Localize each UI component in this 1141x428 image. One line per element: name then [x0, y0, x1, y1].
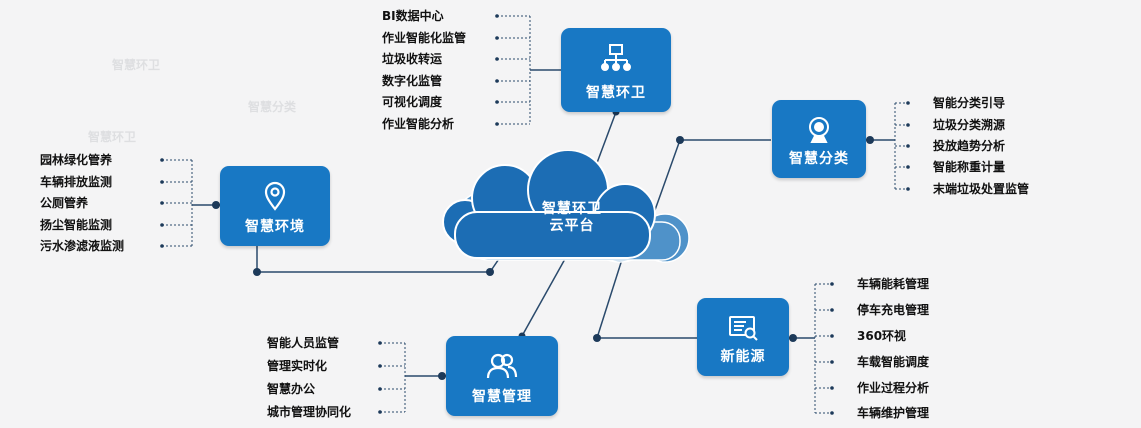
bracket-dot — [830, 282, 834, 286]
node-zhihui-huanwei[interactable]: 智慧环卫 — [561, 28, 671, 112]
bracket-dot — [160, 201, 164, 205]
connector-dot — [789, 334, 797, 342]
node-xin-nengyuan[interactable]: 新能源 — [697, 298, 789, 376]
list-item: 园林绿化管养 — [40, 153, 113, 167]
node-label: 智慧分类 — [789, 151, 849, 167]
list-item: 作业过程分析 — [857, 381, 930, 395]
bracket-dot — [906, 101, 910, 105]
bracket-dot — [495, 14, 499, 18]
bracket-dot — [906, 165, 910, 169]
bracket-dot — [378, 387, 382, 391]
cloud-title-line2: 云平台 — [549, 218, 595, 234]
connector-dot — [212, 201, 220, 209]
watermark-text: 智慧分类 — [248, 100, 297, 114]
bracket-dot — [160, 158, 164, 162]
webcam-icon — [809, 117, 829, 143]
node-label: 新能源 — [720, 349, 766, 365]
connector-dot — [866, 136, 874, 144]
users-icon — [486, 353, 518, 379]
list-item: 扬尘智能监测 — [40, 218, 113, 232]
bracket-dot — [830, 308, 834, 312]
node-label: 智慧管理 — [472, 389, 532, 405]
list-item: 管理实时化 — [267, 359, 328, 373]
connector-dot — [676, 136, 684, 144]
connector-dot — [253, 268, 261, 276]
bracket-dot — [495, 36, 499, 40]
list-item: 车辆能耗管理 — [857, 277, 930, 291]
watermark-text: 智慧环卫 — [112, 58, 161, 72]
list-item: 车辆排放监测 — [40, 175, 113, 189]
node-zhihui-huanjing[interactable]: 智慧环境 — [220, 166, 330, 246]
connector-dot — [486, 268, 494, 276]
list-item: 停车充电管理 — [857, 303, 930, 317]
cloud-platform — [442, 150, 690, 263]
bracket-dot — [830, 386, 834, 390]
node-label: 智慧环境 — [245, 219, 305, 235]
bracket-dot — [378, 410, 382, 414]
connector-line — [596, 249, 626, 339]
bracket-dot — [378, 364, 382, 368]
bracket-dot — [160, 244, 164, 248]
list-item: 作业智能化监管 — [382, 31, 467, 45]
list-item: 智慧办公 — [267, 382, 316, 396]
list-item: 车载智能调度 — [857, 355, 930, 369]
node-label: 智慧环卫 — [586, 85, 646, 101]
node-zhihui-fenlei[interactable]: 智慧分类 — [772, 100, 866, 178]
list-item: 智能分类引导 — [933, 96, 1006, 110]
bracket-dot — [378, 341, 382, 345]
cloud-title-line1: 智慧环卫 — [542, 201, 602, 217]
bracket-dot — [906, 187, 910, 191]
list-item: 投放趋势分析 — [933, 139, 1006, 153]
bracket-dot — [906, 144, 910, 148]
bracket-dot — [495, 122, 499, 126]
list-item: BI数据中心 — [382, 9, 444, 23]
cloud-title: 智慧环卫 云平台 — [512, 201, 632, 235]
list-item: 可视化调度 — [382, 95, 443, 109]
bracket-dot — [830, 334, 834, 338]
list-item: 智能人员监管 — [267, 336, 340, 350]
node-zhihui-guanli[interactable]: 智慧管理 — [446, 336, 558, 416]
list-item: 城市管理协同化 — [267, 405, 352, 419]
list-item: 数字化监管 — [382, 74, 443, 88]
list-item: 车辆维护管理 — [857, 406, 930, 420]
list-item: 公厕管养 — [40, 196, 89, 210]
watermark-text: 智慧环卫 — [88, 130, 137, 144]
connector-dot — [593, 334, 601, 342]
bracket-dot — [495, 100, 499, 104]
list-item: 360环视 — [857, 329, 907, 343]
document-search-icon — [729, 316, 758, 341]
list-item: 污水渗滤液监测 — [40, 239, 125, 253]
bracket-dot — [830, 411, 834, 415]
bracket-dot — [160, 223, 164, 227]
list-item: 末端垃圾处置监管 — [933, 182, 1030, 196]
list-item: 垃圾收转运 — [382, 52, 443, 66]
list-item: 作业智能分析 — [382, 117, 455, 131]
location-pin-icon — [264, 181, 286, 211]
bracket-dot — [830, 360, 834, 364]
bracket-dot — [495, 79, 499, 83]
network-icon — [601, 44, 631, 71]
bracket-dot — [495, 57, 499, 61]
connector-line — [521, 249, 571, 337]
connector-dot — [438, 372, 446, 380]
list-item: 垃圾分类溯源 — [933, 118, 1006, 132]
bracket-dot — [906, 123, 910, 127]
list-item: 智能称重计量 — [933, 160, 1006, 174]
bracket-dot — [160, 180, 164, 184]
